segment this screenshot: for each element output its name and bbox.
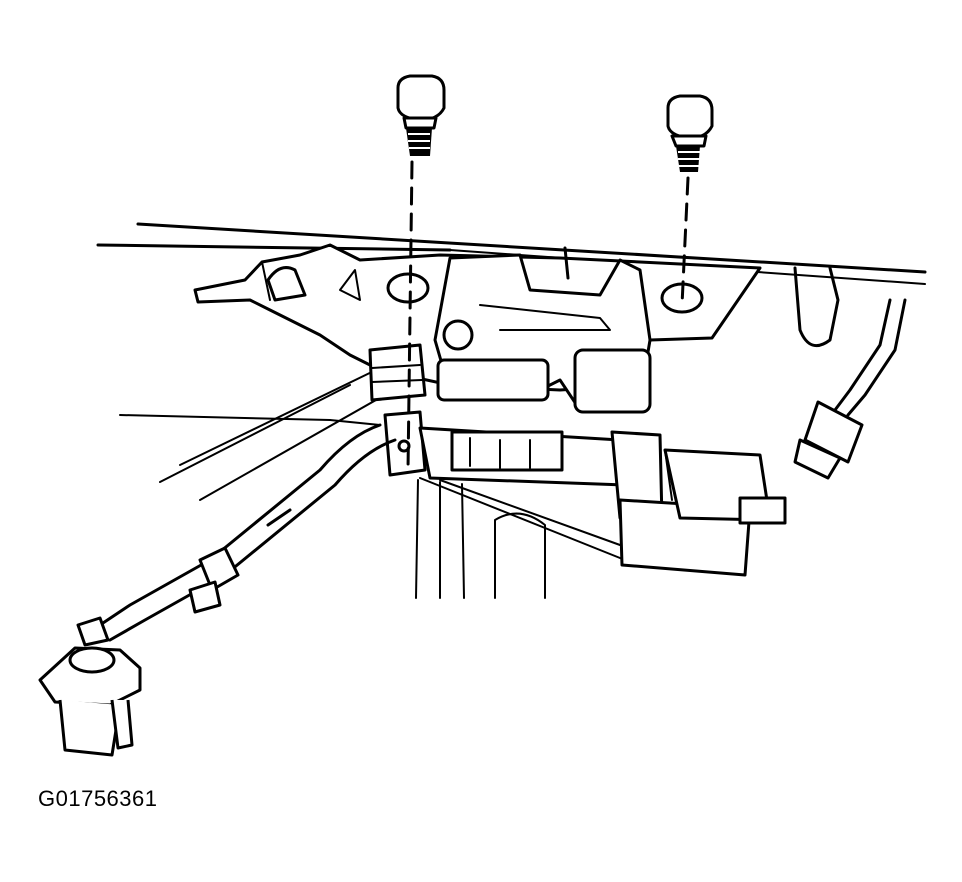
bolt-icon xyxy=(666,94,714,172)
right-harness xyxy=(793,266,907,480)
bulb-socket xyxy=(38,616,142,757)
bolt-icon xyxy=(396,74,446,156)
lower-bracket xyxy=(383,410,752,577)
bolt-1-alignment-line xyxy=(406,160,414,472)
bolt-hole-left xyxy=(386,272,430,304)
bolt-2-alignment-line xyxy=(680,176,690,307)
guide-lines xyxy=(415,479,546,599)
relay-module xyxy=(663,448,787,525)
left-harness xyxy=(98,423,397,642)
figure-id-label: G01756361 xyxy=(38,786,158,811)
module-body xyxy=(368,246,652,414)
